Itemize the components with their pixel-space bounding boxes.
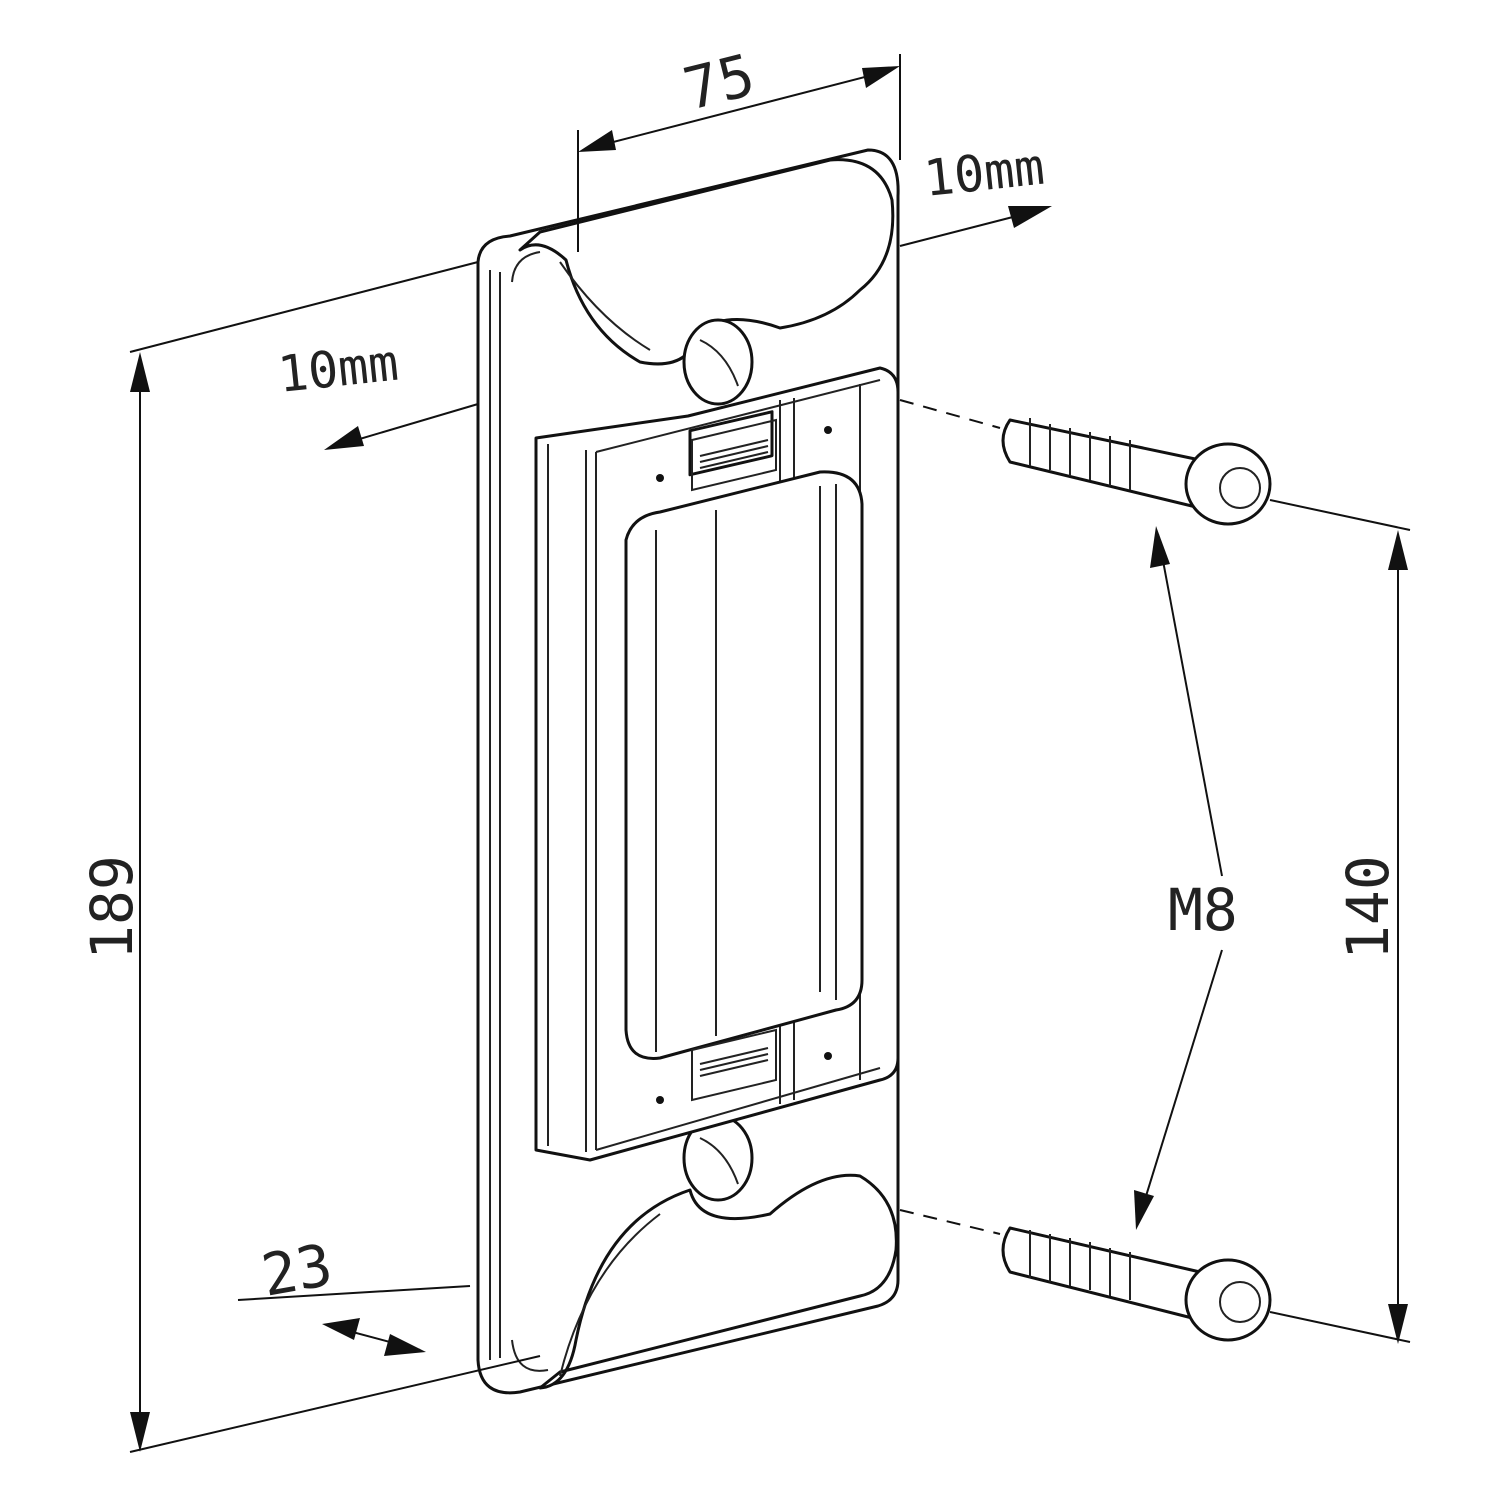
screw-bottom xyxy=(1001,1226,1272,1342)
width-label: 75 xyxy=(677,41,761,124)
screw-size-callout xyxy=(1134,526,1223,1230)
dimension-offset-right xyxy=(899,206,1052,247)
screw-size-label: M8 xyxy=(1168,876,1238,944)
dimension-width xyxy=(577,54,901,252)
dimension-screw-spacing xyxy=(1269,499,1411,1344)
dimension-offset-left xyxy=(324,403,479,450)
height-label: 189 xyxy=(78,855,146,960)
offset-left-label: 10mm xyxy=(275,334,401,404)
slide-carrier xyxy=(534,366,900,1162)
screw-axis-bottom xyxy=(899,1209,1001,1235)
offset-right-label: 10mm xyxy=(921,138,1047,208)
depth-label: 23 xyxy=(257,1231,338,1310)
dimension-height xyxy=(129,261,541,1453)
screw-axis-top xyxy=(899,399,1001,429)
screw-spacing-label: 140 xyxy=(1334,855,1402,960)
dimension-depth xyxy=(237,1285,471,1356)
screw-top xyxy=(1001,418,1272,526)
